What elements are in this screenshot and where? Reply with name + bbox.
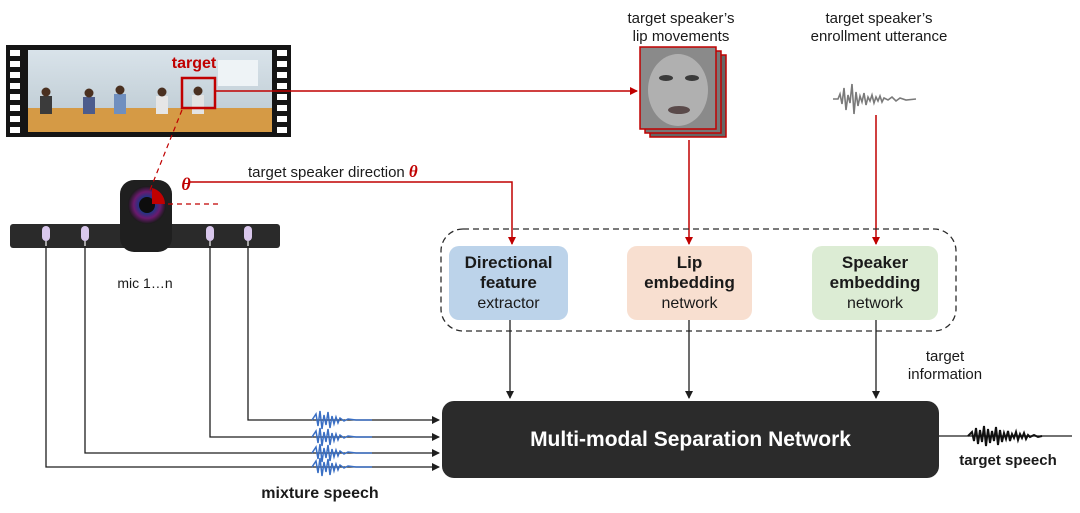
person-4 [156,96,168,114]
speaker-title-line1: Speaker [841,252,909,272]
target-information-line1: target [925,348,965,365]
enrollment-caption-line1: target speaker’s [825,10,933,27]
target-information-line2: information [907,366,983,383]
mic-icon [81,226,89,246]
direction-wedge [152,188,165,204]
directional-subtitle: extractor [477,294,540,312]
red-connectors [190,87,880,245]
film-perforations [10,50,287,133]
module-group-box [440,228,957,332]
direction-arrow [190,181,516,245]
separation-network-block: Multi-modal Separation Network [442,401,939,478]
target-speech-label: target speech [959,452,1057,469]
speaker-embedding-network: Speaker embedding network [812,246,938,320]
mixture-waveforms [311,410,372,477]
target-box [180,76,217,110]
mixture-speech-label: mixture speech [261,485,379,502]
speaker-title-line2: embedding [829,273,921,293]
person-2 [83,97,95,114]
person-3 [114,94,126,114]
lip-embedding-network: Lip embedding network [627,246,752,320]
target-label: target [171,55,217,72]
directional-title-line1: Directional [464,252,553,272]
separation-network-label: Multi-modal Separation Network [530,427,851,451]
direction-caption: target speaker direction θ [248,162,488,182]
theta-symbol: θ [181,174,191,194]
direction-caption-symbol: θ [408,162,418,181]
lip-caption-line1: target speaker’s [627,10,735,27]
directional-feature-extractor: Directional feature extractor [449,246,568,320]
lip-subtitle: network [661,294,718,312]
person-1 [40,96,52,114]
direction-caption-text: target speaker direction [248,164,409,181]
person-5 [192,95,204,114]
lip-title-line1: Lip [676,252,703,272]
enrollment-caption-line2: enrollment utterance [810,28,948,45]
speaker-subtitle: network [846,294,904,312]
lip-caption-line2: lip movements [632,28,730,45]
output-waveform [967,425,1043,447]
lip-image [639,46,727,138]
mic-label: mic 1…n [117,275,173,291]
enrollment-waveform [833,83,917,115]
enrollment-caption: target speaker’s enrollment utterance [786,10,972,46]
target-information-caption: target information [890,348,1000,384]
mic-icon [42,226,50,246]
lip-caption: target speaker’s lip movements [606,10,756,46]
mic-icon [206,226,214,246]
capture-device [10,109,280,252]
lip-title-line2: embedding [644,273,735,293]
mic-icon [244,226,252,246]
directional-title-line2: feature [480,273,537,293]
